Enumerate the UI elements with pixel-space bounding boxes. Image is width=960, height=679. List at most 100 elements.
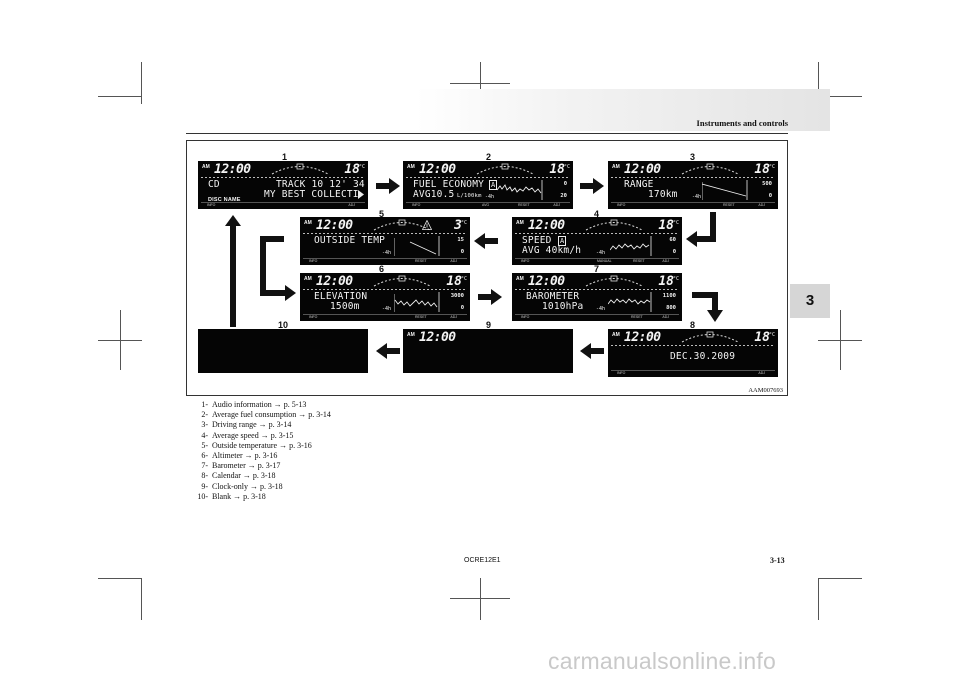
item-text: Average fuel consumption → p. 3-14 — [212, 410, 331, 420]
item-number: 6- — [201, 450, 208, 460]
deg-unit: °C — [563, 164, 570, 170]
outside-temp: 18 — [754, 330, 770, 345]
item-text: Outside temperature → p. 3-16 — [212, 440, 312, 450]
callout-2: 2 — [486, 152, 492, 162]
graph-max: 500 — [762, 181, 772, 187]
crop-mark — [480, 578, 481, 620]
am-indicator: AM — [516, 220, 524, 226]
figure-code: AAM007693 — [748, 387, 783, 394]
graph-min: 0 — [460, 305, 464, 311]
footer-info: INFO — [617, 371, 626, 375]
item-text: Barometer → p. 3-17 — [212, 461, 281, 471]
deg-unit: °C — [358, 164, 365, 170]
footer-adj: ADJ — [348, 203, 355, 207]
auto-icon: A — [489, 180, 498, 190]
am-indicator: AM — [407, 164, 415, 170]
outside-temp: 18 — [658, 274, 674, 289]
axis-label: -4h — [596, 250, 606, 256]
divider — [406, 177, 570, 178]
display-4-speed: AM 12:00 18 °C SPEED A AVG 40km/h -4h 60… — [512, 217, 682, 265]
callout-1: 1 — [282, 152, 288, 162]
arrow-right-down-icon — [692, 292, 723, 322]
history-graph — [608, 292, 652, 312]
history-graph — [394, 236, 440, 256]
history-graph — [610, 236, 652, 256]
fuel-gauge-icon — [681, 163, 739, 175]
mode-title: FUEL ECONOMY — [413, 179, 485, 190]
deg-unit: °C — [672, 276, 679, 282]
graph-min: 0 — [672, 249, 676, 255]
display-10-blank — [198, 329, 368, 373]
page-number: 3-13 — [770, 556, 785, 565]
item-text: Average speed → p. 3-15 — [212, 430, 294, 440]
crop-mark — [818, 578, 862, 579]
item-text: Blank → p. 3-18 — [212, 491, 266, 501]
item-number: 5- — [201, 440, 208, 450]
arrow-down-left-icon — [686, 212, 716, 247]
footer-info: INFO — [309, 259, 318, 263]
history-graph — [497, 180, 543, 200]
callout-9: 9 — [486, 320, 492, 330]
doc-code: OCRE12E1 — [464, 557, 501, 564]
item-number: 10- — [197, 491, 208, 501]
crop-mark — [450, 83, 510, 84]
display-2-fuel-economy: AM 12:00 18 °C FUEL ECONOMY A AVG10.5 L/… — [403, 161, 573, 209]
track-info: TRACK 10 12' 34 — [276, 179, 365, 190]
fuel-gauge-icon — [373, 275, 431, 287]
crop-mark — [818, 578, 819, 620]
header-rule — [186, 133, 788, 134]
footer-info: INFO — [617, 203, 626, 207]
deg-unit: °C — [460, 220, 467, 226]
avg-value: AVG 40km/h — [522, 245, 582, 256]
item-text: Driving range → p. 3-14 — [212, 420, 292, 430]
item-text: Audio information → p. 5-13 — [212, 400, 307, 409]
display-1-audio: AM 12:00 18 °C CD TRACK 10 12' 34 DISC N… — [198, 161, 368, 209]
footer-adj: ADJ — [758, 203, 765, 207]
fuel-gauge-icon — [585, 219, 643, 231]
axis-label: -4h — [596, 306, 606, 312]
item-text: Altimeter → p. 3-16 — [212, 450, 278, 460]
divider — [201, 177, 365, 178]
axis-label: -4h — [382, 306, 392, 312]
graph-max: 60 — [669, 237, 676, 243]
am-indicator: AM — [304, 276, 312, 282]
item-number: 8- — [201, 471, 208, 481]
ice-warning-icon — [422, 220, 432, 230]
item-number: 1- — [201, 400, 208, 409]
pressure-value: 1010hPa — [542, 301, 584, 312]
outside-temp: 18 — [446, 274, 462, 289]
display-6-elevation: AM 12:00 18 °C ELEVATION 1500m -4h 3000 … — [300, 273, 470, 321]
clock: 12:00 — [624, 162, 661, 177]
clock: 12:00 — [214, 162, 251, 177]
footer-adj: ADJ — [450, 259, 457, 263]
crop-mark — [818, 62, 819, 104]
chapter-tab: 3 — [790, 284, 830, 318]
callout-6: 6 — [379, 264, 385, 274]
footer-adj: ADJ — [450, 315, 457, 319]
watermark[interactable]: carmanualsonline.info — [548, 648, 776, 674]
outside-temp: 18 — [549, 162, 565, 177]
crop-mark — [818, 340, 862, 341]
graph-max: 15 — [457, 237, 464, 243]
play-arrow-icon — [358, 190, 364, 199]
outside-temp: 18 — [658, 218, 674, 233]
footer-adj: ADJ — [553, 203, 560, 207]
am-indicator: AM — [304, 220, 312, 226]
graph-min: 0 — [768, 193, 772, 199]
history-graph — [394, 292, 440, 312]
footer-reset: RESET — [631, 315, 643, 319]
divider — [515, 233, 679, 234]
outside-temp: 18 — [344, 162, 360, 177]
deg-unit: °C — [768, 332, 775, 338]
outside-temp: 3 — [454, 218, 462, 233]
mode-title: RANGE — [624, 179, 654, 190]
footer-adj: ADJ — [662, 259, 669, 263]
arrow-up-icon — [225, 215, 241, 327]
range-value: 170km — [648, 189, 678, 200]
fuel-gauge-icon — [681, 331, 739, 343]
